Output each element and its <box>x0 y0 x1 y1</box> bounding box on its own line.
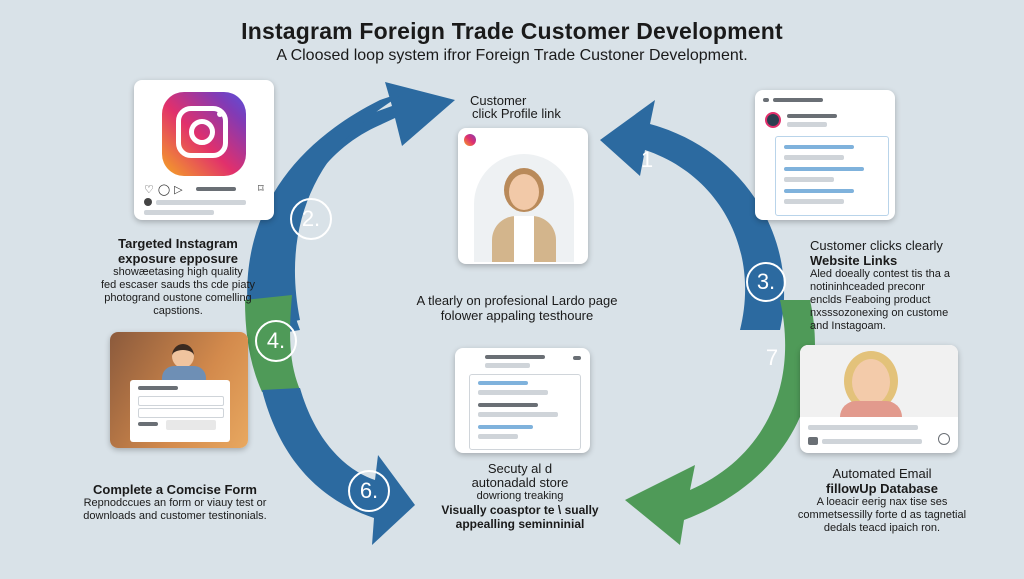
step-left-bottom-label: Complete a Comcise Form Repnodccues an f… <box>60 482 290 523</box>
instagram-logo-icon <box>162 92 246 176</box>
step-left-top-label: Targeted Instagram exposure epposure sho… <box>78 236 278 318</box>
step-right-top-body-1: Aled doeally contest tis tha a <box>810 268 951 280</box>
bookmark-icon: ⌑ <box>258 183 264 195</box>
contact-form <box>130 380 230 442</box>
step-right-top-body-4: nxsssozonexing on custome <box>810 307 949 319</box>
step-number-2: 2. <box>290 198 332 240</box>
instagram-post-card: ♡◯▷ ⌑ <box>134 80 274 220</box>
step-left-top-body-1: showæetasing high quality <box>113 266 243 278</box>
arrow-blue-top-right <box>600 100 785 330</box>
step-left-bottom-title: Complete a Comcise Form <box>93 482 257 497</box>
step-number-3: 3. <box>746 262 786 302</box>
step-left-top-title-1: Targeted Instagram <box>118 236 238 251</box>
step-bottom-center-title-1: Secuty al d <box>487 461 553 476</box>
step-number-7: 7 <box>765 345 779 370</box>
step-right-top-body-2: notininhceaded preconr <box>810 281 925 293</box>
step-center-line-2: folower appaling testhoure <box>440 308 594 323</box>
step-bottom-center-title-2: autonadald store <box>471 475 569 490</box>
store-card <box>455 348 590 453</box>
profile-photo <box>474 154 574 262</box>
step-right-bottom-body-1: A loeacir eerig nax tise ses <box>816 496 948 508</box>
step-right-bottom-label: Automated Email fillowUp Database A loea… <box>782 466 982 535</box>
step-right-top-label: Customer clicks clearly Website Links Al… <box>810 238 1000 333</box>
step-left-top-body-3: photogrand oustone comelling <box>104 292 252 304</box>
step-number-6: 6. <box>348 470 390 512</box>
form-card <box>110 332 248 448</box>
step-center-label: A tlearly on profesional Lardo page folo… <box>392 293 642 323</box>
profile-avatar-icon <box>765 112 781 128</box>
page-subtitle: A Cloosed loop system ifror Foreign Trad… <box>276 47 748 64</box>
post-actions-icons: ♡◯▷ <box>144 184 187 196</box>
step-top-title-1: Customer <box>470 93 527 108</box>
website-links-card <box>755 90 895 220</box>
settings-icon <box>938 433 950 445</box>
step-right-top-body-5: and Instagoam. <box>810 320 886 332</box>
profile-link-card <box>458 128 588 264</box>
step-right-bottom-body-3: dedals teacd ipaich ron. <box>823 522 941 534</box>
step-right-top-body-3: enclds Feaboing product <box>810 294 931 306</box>
step-left-top-body-4: capstions. <box>153 305 203 317</box>
step-bottom-center-label: Secuty al d autonadald store dowriong tr… <box>420 461 620 532</box>
step-right-bottom-body-2: commetsessilly forte d as tagnetial <box>797 509 967 521</box>
step-left-bottom-body-1: Repnodccues an form or viauy test or <box>83 497 267 509</box>
step-left-bottom-body-2: downloads and customer testinonials. <box>83 510 267 522</box>
page-title: Instagram Foreign Trade Customer Develop… <box>241 18 783 44</box>
step-right-top-title-2: Website Links <box>810 253 898 268</box>
links-panel <box>775 136 889 216</box>
person-photo <box>172 344 194 368</box>
step-left-top-title-2: exposure epposure <box>118 251 238 266</box>
instagram-avatar-icon <box>464 134 476 146</box>
store-panel <box>469 374 581 450</box>
step-center-line-1: A tlearly on profesional Lardo page <box>416 293 618 308</box>
step-number-4: 4. <box>255 320 297 362</box>
step-number-1: 1 <box>640 147 654 172</box>
email-followup-card <box>800 345 958 453</box>
step-bottom-center-body-2: Visually coasptor te \ sually <box>441 503 599 517</box>
step-top-title-2: click Profile link <box>472 106 561 121</box>
step-right-bottom-title-2: fillowUp Database <box>826 481 938 496</box>
arrow-blue-top-left-body <box>247 90 410 330</box>
step-right-top-title-1: Customer clicks clearly <box>810 238 943 253</box>
step-left-top-body-2: fed escaser sauds ths cde piaty <box>100 279 256 291</box>
step-bottom-center-body-3: appealling seminninial <box>455 517 585 531</box>
avatar <box>144 198 152 206</box>
mail-icon <box>808 437 818 445</box>
step-bottom-center-body-1: dowriong treaking <box>476 490 564 502</box>
step-right-bottom-title-1: Automated Email <box>832 466 932 481</box>
arrow-green-right <box>625 300 815 545</box>
